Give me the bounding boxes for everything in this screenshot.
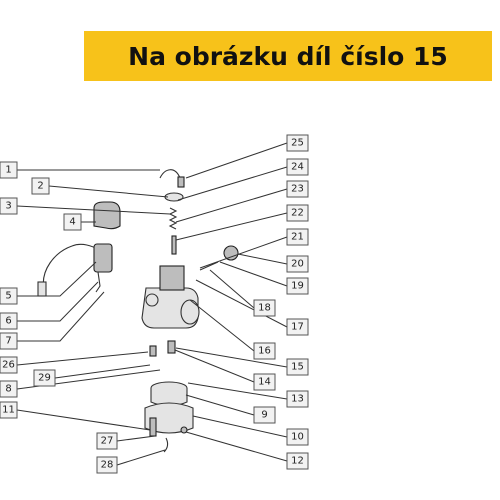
callout-7-label: 7 (5, 336, 11, 347)
part-carburettor-port (145, 293, 159, 307)
callout-26-label: 26 (2, 360, 15, 371)
callout-29: 29 (33, 369, 56, 387)
callout-24: 24 (286, 158, 309, 176)
part-cap-cover (93, 201, 121, 230)
part-screw-head (223, 245, 239, 261)
part-cable (42, 243, 101, 291)
callout-12-label: 12 (291, 456, 304, 467)
banner-text: Na obrázku díl číslo 15 (128, 41, 448, 71)
callout-11: 11 (0, 401, 18, 419)
callout-27: 27 (96, 432, 118, 450)
part-bent-pipe (159, 169, 181, 179)
part-drain-screw (149, 417, 157, 437)
callout-21: 21 (286, 228, 309, 246)
part-carburettor-top (159, 265, 185, 291)
callout-15: 15 (286, 358, 309, 376)
part-cable-end (37, 281, 47, 297)
part-carburettor-intake (180, 299, 200, 325)
part-drain-plug (180, 426, 188, 434)
callout-19: 19 (286, 277, 309, 295)
callout-13-label: 13 (291, 394, 304, 405)
callout-5: 5 (0, 287, 18, 305)
callout-1-label: 1 (5, 165, 11, 176)
callout-11-label: 11 (2, 405, 15, 416)
callout-27-label: 27 (101, 436, 114, 447)
callout-16-label: 16 (258, 346, 271, 357)
callout-7: 7 (0, 332, 18, 350)
callout-4-label: 4 (69, 217, 75, 228)
callout-3: 3 (0, 197, 18, 215)
callout-12: 12 (286, 452, 309, 470)
callout-28-label: 28 (101, 460, 114, 471)
callout-18-label: 18 (258, 303, 271, 314)
callout-23-label: 23 (291, 184, 304, 195)
callout-21-label: 21 (291, 232, 304, 243)
callout-20: 20 (286, 255, 309, 273)
callout-13: 13 (286, 390, 309, 408)
part-jet-left (149, 345, 157, 357)
callout-22-label: 22 (291, 208, 304, 219)
callout-23: 23 (286, 180, 309, 198)
callout-6-label: 6 (5, 316, 11, 327)
callout-15-label: 15 (291, 362, 304, 373)
callout-18: 18 (253, 299, 276, 317)
callout-22: 22 (286, 204, 309, 222)
callout-29-label: 29 (38, 373, 51, 384)
callout-26: 26 (0, 356, 18, 374)
part-screw-top (177, 176, 185, 188)
callout-8-label: 8 (5, 384, 11, 395)
callout-4: 4 (63, 213, 82, 231)
callout-14: 14 (253, 373, 276, 391)
callout-1: 1 (0, 161, 18, 179)
callout-9-label: 9 (261, 410, 267, 421)
callout-2-label: 2 (37, 181, 43, 192)
callout-9: 9 (253, 406, 276, 424)
callout-24-label: 24 (291, 162, 304, 173)
part-hose (163, 437, 169, 453)
title-banner: Na obrázku díl číslo 15 (84, 31, 492, 81)
part-adjust-screw (199, 261, 219, 271)
callout-10-label: 10 (291, 432, 304, 443)
callout-25-label: 25 (291, 138, 304, 149)
part-jet-right (167, 340, 176, 354)
callout-3-label: 3 (5, 201, 11, 212)
callout-6: 6 (0, 312, 18, 330)
callout-28: 28 (96, 456, 118, 474)
callout-14-label: 14 (258, 377, 271, 388)
part-choke-wire (95, 271, 101, 293)
callout-19-label: 19 (291, 281, 304, 292)
part-spring (168, 207, 178, 230)
callout-16: 16 (253, 342, 276, 360)
callout-10: 10 (286, 428, 309, 446)
callout-17-label: 17 (291, 322, 304, 333)
callout-25: 25 (286, 134, 309, 152)
callout-5-label: 5 (5, 291, 11, 302)
callout-17: 17 (286, 318, 309, 336)
callout-8: 8 (0, 380, 18, 398)
callout-2: 2 (31, 177, 50, 195)
part-needle (171, 235, 177, 255)
part-choke-body (93, 243, 113, 273)
callout-20-label: 20 (291, 259, 304, 270)
